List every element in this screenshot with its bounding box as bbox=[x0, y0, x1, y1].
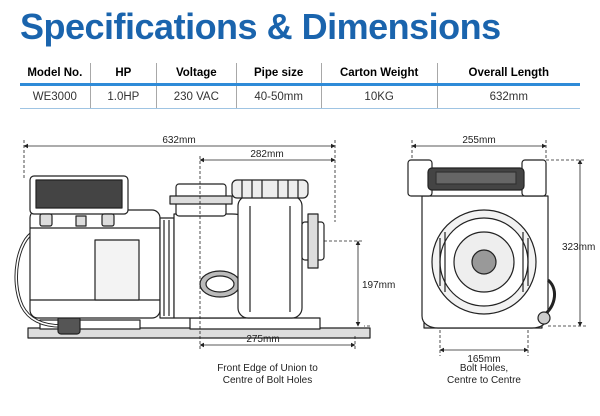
spec-data-row: WE3000 1.0HP 230 VAC 40-50mm 10KG 632mm bbox=[20, 84, 580, 109]
bolt-spacing-note: Bolt Holes, Centre to Centre bbox=[424, 363, 544, 387]
bolt-spacing-label: 165mm bbox=[467, 354, 500, 365]
pump-side-view-icon bbox=[14, 175, 371, 339]
overall-length-label: 632mm bbox=[162, 135, 195, 146]
pump-end-view-icon bbox=[407, 159, 557, 329]
page-title: Specifications & Dimensions bbox=[20, 6, 501, 47]
header-model-no: Model No. bbox=[20, 63, 91, 86]
spec-header-row: Model No. HP Voltage Pipe size Carton We… bbox=[20, 63, 580, 86]
end-width-label: 255mm bbox=[462, 135, 495, 146]
end-height-label: 323mm bbox=[562, 242, 595, 253]
cell-pipe-size: 40-50mm bbox=[235, 84, 322, 109]
cell-model-no: WE3000 bbox=[20, 84, 91, 109]
header-voltage: Voltage bbox=[156, 63, 237, 86]
header-carton-weight: Carton Weight bbox=[320, 63, 438, 86]
header-overall-length: Overall Length bbox=[436, 63, 580, 86]
union-to-front-label: 282mm bbox=[250, 149, 283, 160]
height-to-union-label: 197mm bbox=[362, 280, 395, 291]
cell-hp: 1.0HP bbox=[89, 84, 157, 109]
header-hp: HP bbox=[89, 63, 157, 86]
bolt-hole-offset-note: Front Edge of Union to Centre of Bolt Ho… bbox=[200, 363, 335, 387]
bolt-spacing-note-line2: Centre to Centre bbox=[447, 375, 521, 386]
cell-overall-length: 632mm bbox=[436, 84, 580, 109]
spec-table: Model No. HP Voltage Pipe size Carton We… bbox=[20, 63, 580, 109]
bolt-hole-offset-note-line2: Centre of Bolt Holes bbox=[222, 375, 313, 386]
cell-carton-weight: 10KG bbox=[320, 84, 438, 109]
bolt-hole-offset-note-line1: Front Edge of Union to bbox=[217, 363, 318, 374]
header-pipe-size: Pipe size bbox=[235, 63, 322, 86]
bolt-hole-offset-label: 275mm bbox=[246, 334, 279, 345]
cell-voltage: 230 VAC bbox=[156, 84, 237, 109]
bolt-spacing-note-line1: Bolt Holes, bbox=[459, 363, 509, 374]
